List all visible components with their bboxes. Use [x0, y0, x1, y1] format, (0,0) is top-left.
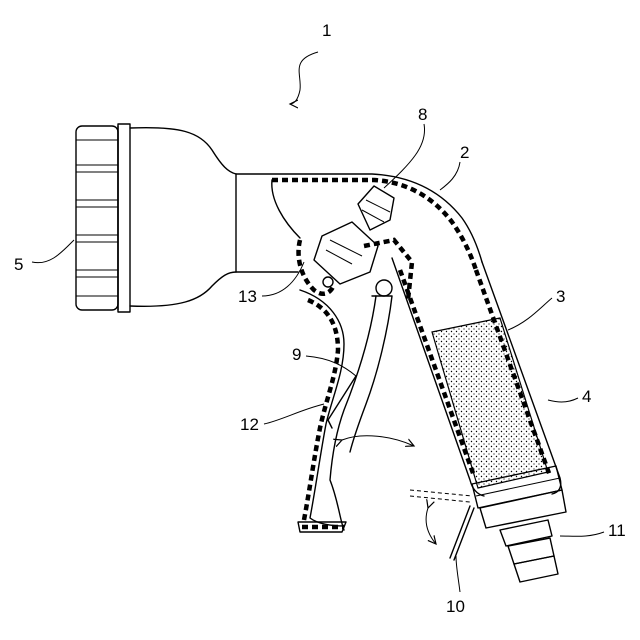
- label-8: 8: [418, 105, 427, 124]
- label-3: 3: [556, 287, 565, 306]
- label-5: 5: [14, 255, 23, 274]
- label-9: 9: [292, 345, 301, 364]
- label-11: 11: [608, 521, 626, 540]
- housing-outline: [236, 174, 482, 272]
- label-1: 1: [322, 21, 331, 40]
- reference-numerals: 1 2 3 4 5 8 9 10 11 12 13: [14, 21, 626, 616]
- label-13: 13: [238, 287, 257, 306]
- label-4: 4: [582, 387, 591, 406]
- nozzle-head: [76, 124, 130, 312]
- label-12: 12: [240, 415, 259, 434]
- handle-cover: [298, 290, 346, 532]
- label-2: 2: [460, 143, 469, 162]
- label-10: 10: [446, 597, 465, 616]
- lever: [410, 490, 474, 560]
- nozzle-neck: [130, 128, 236, 307]
- valve-assembly: [299, 186, 412, 300]
